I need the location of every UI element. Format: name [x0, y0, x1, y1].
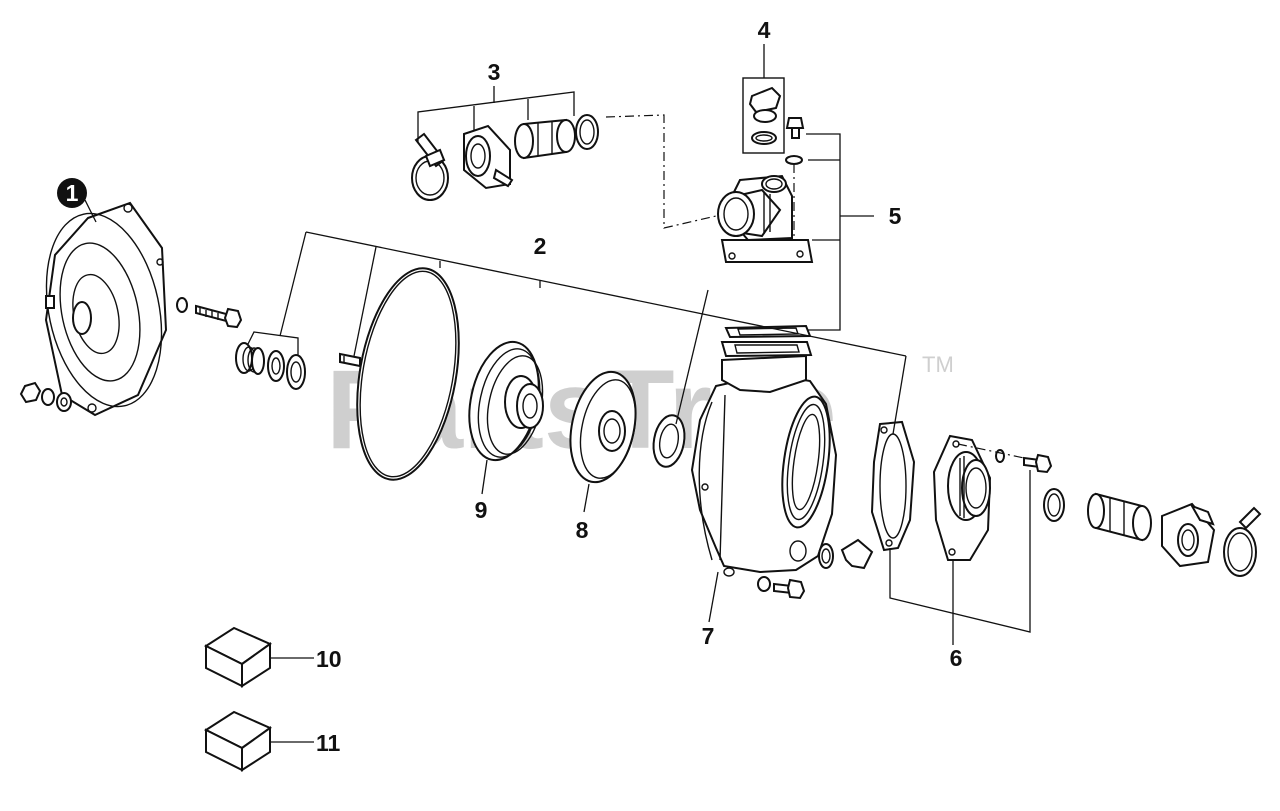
part-9-impeller[interactable] — [459, 335, 551, 466]
outlet-hose-clamp[interactable] — [1223, 506, 1262, 577]
mechanical-seal[interactable] — [235, 342, 306, 390]
callout-1[interactable]: 1 — [66, 180, 79, 206]
outlet-o-ring[interactable] — [1043, 488, 1065, 522]
leader-lines — [247, 44, 1031, 743]
callout-8[interactable]: 8 — [576, 517, 589, 543]
part-8-wear-plate[interactable] — [561, 366, 645, 488]
part-5-discharge-elbow[interactable] — [717, 174, 814, 263]
o-ring-large[interactable] — [342, 260, 474, 487]
inlet-coupling-nut[interactable] — [463, 124, 514, 190]
callout-11[interactable]: 11 — [316, 730, 341, 756]
outlet-hose-barb[interactable] — [1087, 492, 1152, 542]
part-6-cover-plate[interactable] — [932, 434, 992, 561]
part-11-kit-box[interactable] — [203, 710, 273, 772]
part-6-gasket[interactable] — [870, 420, 916, 552]
callout-5[interactable]: 5 — [889, 203, 902, 229]
watermark-trademark: TM — [922, 352, 954, 377]
part-4-fill-cap-box[interactable] — [742, 77, 785, 154]
callout-10[interactable]: 10 — [316, 646, 342, 672]
callout-7[interactable]: 7 — [702, 623, 715, 649]
drain-plug[interactable] — [818, 538, 874, 570]
inlet-hose-clamp[interactable] — [411, 132, 449, 201]
cover-washer-bolt[interactable] — [995, 449, 1053, 474]
callout-3[interactable]: 3 — [488, 59, 501, 85]
part-7-pump-housing[interactable] — [690, 354, 838, 577]
callout-9[interactable]: 9 — [475, 497, 488, 523]
part-5-bolt-washer[interactable] — [785, 117, 805, 165]
outlet-coupling-nut[interactable] — [1161, 502, 1216, 568]
bolt-and-washer[interactable] — [176, 297, 243, 329]
callout-6[interactable]: 6 — [950, 645, 963, 671]
housing-gasket-stack[interactable] — [720, 324, 813, 358]
part-10-kit-box[interactable] — [203, 626, 273, 688]
o-ring-large-inner — [359, 270, 457, 478]
inlet-o-ring[interactable] — [575, 114, 599, 150]
seal-ring[interactable] — [650, 413, 689, 469]
callout-2[interactable]: 2 — [534, 233, 547, 259]
callout-4[interactable]: 4 — [758, 17, 771, 43]
part-1-side-plate[interactable] — [30, 201, 178, 418]
inlet-hose-barb[interactable] — [514, 118, 576, 160]
part-1-nut-washers[interactable] — [19, 381, 72, 412]
drain-washer-bolt[interactable] — [757, 576, 806, 600]
callout-1-marker[interactable] — [57, 178, 87, 208]
